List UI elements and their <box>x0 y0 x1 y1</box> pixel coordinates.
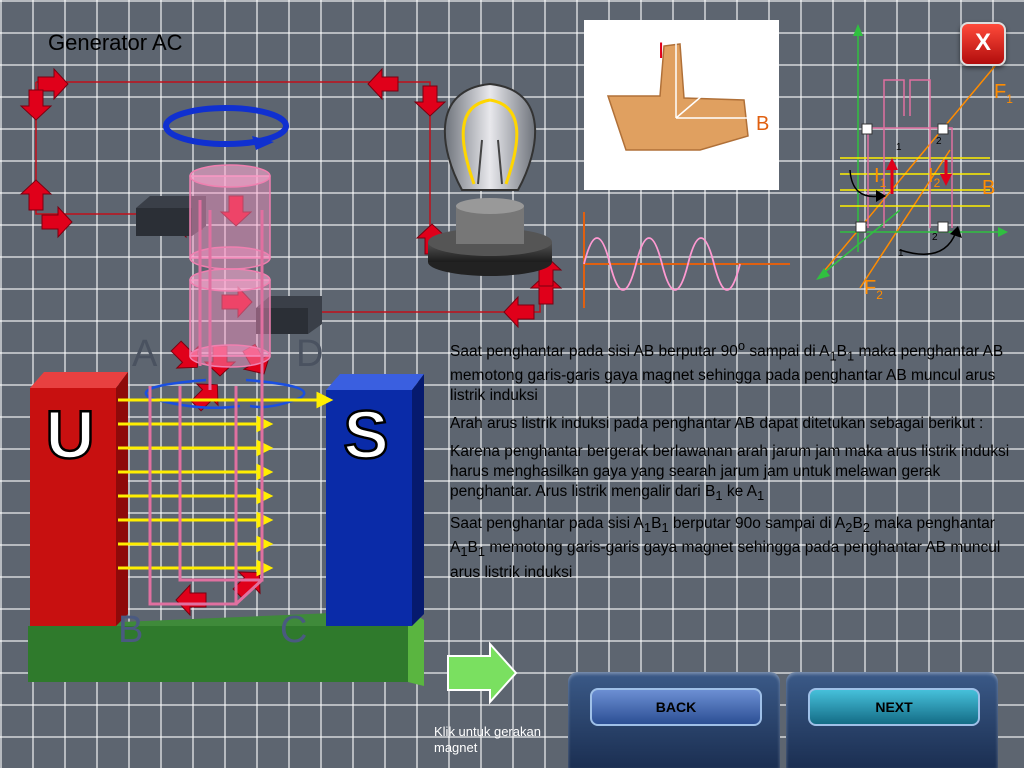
next-arrow-icon[interactable] <box>447 641 518 705</box>
current-i1-label: I1 <box>874 165 887 190</box>
corner-d-label: D <box>296 333 323 375</box>
magnet-north-pole <box>30 372 128 626</box>
page-title: Generator AC <box>48 30 183 55</box>
rotation-arrow-icon <box>163 105 289 150</box>
coil-b1-label: 1 <box>898 248 904 259</box>
vector-diagram <box>816 24 1008 289</box>
next-button-frame: NEXT <box>786 672 998 768</box>
coil-b2-label: 2 <box>932 232 938 243</box>
magnet-base <box>28 610 424 686</box>
close-button[interactable]: X <box>960 22 1006 66</box>
corner-b-label: B <box>118 609 143 651</box>
back-button[interactable]: BACK <box>590 688 762 726</box>
corner-a-label: A <box>132 333 158 375</box>
next-button[interactable]: NEXT <box>808 688 980 726</box>
lamp <box>428 82 552 276</box>
south-pole-label: S <box>343 397 388 473</box>
paragraph-4: Saat penghantar pada sisi A1B1 berputar … <box>450 515 1001 581</box>
magnet-south-pole <box>326 374 424 626</box>
rotation-arrow-icon <box>144 378 306 410</box>
coil-a2-label: 2 <box>936 136 942 147</box>
force-f1-label: F1 <box>994 81 1013 106</box>
paragraph-1: Saat penghantar pada sisi AB berputar 90… <box>450 338 1004 405</box>
hand-rule-icon <box>584 20 779 190</box>
slip-rings <box>189 164 271 368</box>
coil-a1-label: 1 <box>896 142 902 153</box>
description-text: Saat penghantar pada sisi AB berputar 90… <box>450 336 1016 591</box>
magnet-hint-text: Klik untuk gerakan magnet <box>434 724 541 755</box>
current-i2-label: I2 <box>928 165 941 190</box>
field-b-label: B <box>982 177 995 199</box>
force-f2-label: F2 <box>864 277 883 302</box>
paragraph-3: Karena penghantar bergerak berlawanan ar… <box>450 443 1010 504</box>
hand-field-label: B <box>756 113 769 135</box>
corner-c-label: C <box>280 609 307 651</box>
output-graph <box>583 212 790 308</box>
hand-current-label: I <box>658 38 664 63</box>
brushes <box>136 196 322 334</box>
paragraph-2: Arah arus listrik induksi pada penghanta… <box>450 415 984 433</box>
coil <box>148 200 264 606</box>
north-pole-label: U <box>45 397 94 473</box>
back-button-frame: BACK <box>568 672 780 768</box>
